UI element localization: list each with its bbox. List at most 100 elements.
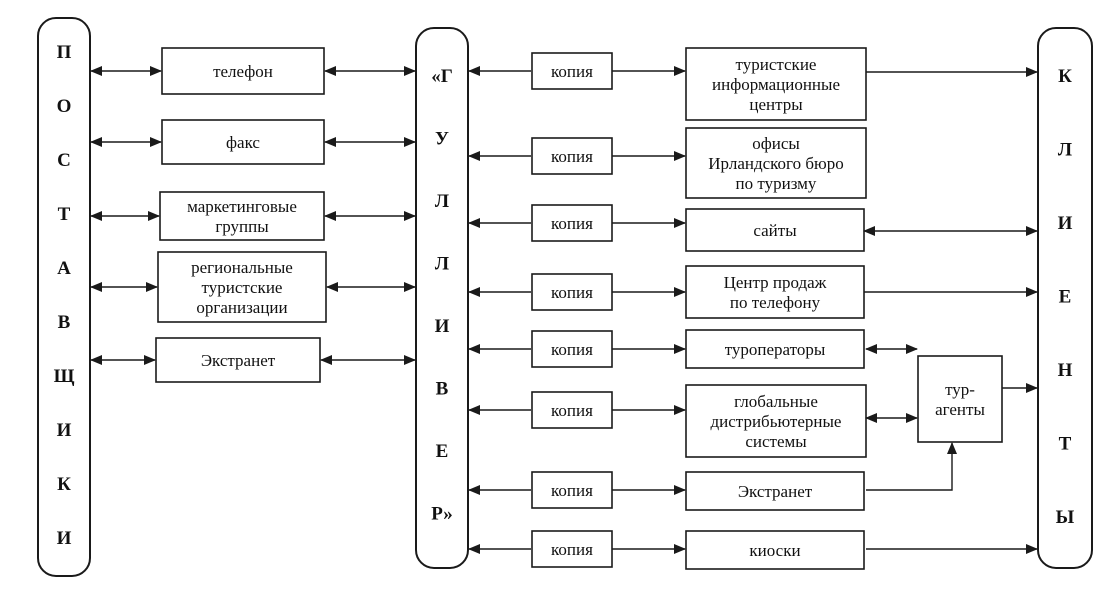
copy-box: копия: [531, 391, 613, 429]
copy-label: копия: [551, 283, 593, 302]
copy-box: копия: [531, 273, 613, 311]
vertical-letter: Е: [436, 441, 449, 462]
vertical-letter: Н: [1058, 360, 1073, 381]
copy-label: копия: [551, 481, 593, 500]
distribution-channel-box-line: дистрибьютерные: [711, 412, 842, 431]
clients-label: К Л И Е Н Т Ы: [1056, 66, 1075, 528]
vertical-letter: Т: [1059, 434, 1072, 455]
copy-box: копия: [531, 330, 613, 368]
copy-label: копия: [551, 340, 593, 359]
supply-channel-box: телефон: [161, 47, 325, 95]
vertical-letter: И: [57, 528, 72, 549]
vertical-letter: И: [1058, 213, 1073, 234]
distribution-channel-box: сайты: [685, 208, 865, 252]
vertical-letter: К: [1058, 66, 1072, 87]
distribution-channel-box-frame: [685, 265, 865, 319]
distribution-channel-box-line: киоски: [749, 541, 800, 560]
supply-channel-box-line: группы: [215, 217, 269, 236]
copy-box: копия: [531, 471, 613, 509]
distribution-channel-box: туроператоры: [685, 329, 865, 369]
supply-channel-box-line: туристские: [202, 278, 283, 297]
distribution-channels: туристскиеинформационныецентрыофисыИрлан…: [685, 47, 867, 570]
distribution-channel-box-line: системы: [745, 432, 807, 451]
vertical-letter: У: [435, 129, 449, 150]
vertical-letter: Т: [58, 204, 71, 225]
supply-channel-box-frame: [155, 337, 321, 383]
distribution-channel-box: киоски: [685, 530, 865, 570]
distribution-channel-box-line: офисы: [752, 134, 800, 153]
distribution-channel-box-line: по туризму: [736, 174, 817, 193]
copy-label: копия: [551, 401, 593, 420]
extranet-to-agents-arrow: [866, 442, 957, 491]
copy-box-frame: [531, 471, 613, 509]
vertical-letter: Ы: [1056, 507, 1075, 528]
supply-channel-box-frame: [161, 119, 325, 165]
travel-agents-box-line: тур-: [945, 380, 975, 399]
vertical-letter: «Г: [431, 66, 453, 87]
copy-box: копия: [531, 204, 613, 242]
distribution-channel-box-line: информационные: [712, 75, 840, 94]
vertical-letter: С: [57, 150, 71, 171]
copy-box-frame: [531, 273, 613, 311]
distribution-channel-box: Экстранет: [685, 471, 865, 511]
supply-channel-box: факс: [161, 119, 325, 165]
distribution-channel-box-line: туроператоры: [725, 340, 826, 359]
distribution-channel-box-line: туристские: [736, 55, 817, 74]
supply-channel-box-line: факс: [226, 133, 260, 152]
vertical-letter: И: [57, 420, 72, 441]
supply-channel-box: Экстранет: [155, 337, 321, 383]
distribution-channel-box-line: сайты: [753, 221, 797, 240]
vertical-letter: Л: [1058, 140, 1072, 161]
travel-agents: тур-агенты: [917, 355, 1003, 443]
supply-channel-box-frame: [161, 47, 325, 95]
supply-channel-box-line: организации: [196, 298, 287, 317]
travel-agents-box: тур-агенты: [917, 355, 1003, 443]
distribution-channel-box-frame: [685, 329, 865, 369]
copy-box-frame: [531, 330, 613, 368]
supply-channel-box-frame: [159, 191, 325, 241]
supply-channel-box-line: маркетинговые: [187, 197, 297, 216]
copy-box: копия: [531, 137, 613, 175]
copy-box: копия: [531, 52, 613, 90]
copy-box-frame: [531, 52, 613, 90]
vertical-letter: Щ: [54, 366, 75, 387]
distribution-channel-box-line: Экстранет: [738, 482, 813, 501]
vertical-letter: А: [57, 258, 71, 279]
distribution-channel-box-frame: [685, 127, 867, 199]
suppliers-label: П О С Т А В Щ И К И: [54, 42, 75, 549]
copy-box: копия: [531, 530, 613, 568]
suppliers-pillar: [37, 17, 91, 577]
vertical-letter: П: [57, 42, 72, 63]
distribution-channel-box-frame: [685, 208, 865, 252]
copy-label: копия: [551, 540, 593, 559]
connectors: [90, 66, 1038, 554]
distribution-channel-box-line: Ирландского бюро: [708, 154, 843, 173]
supply-channel-box-line: Экстранет: [201, 351, 276, 370]
vertical-letter: И: [435, 316, 450, 337]
supply-channel-box-line: региональные: [191, 258, 293, 277]
clients-pillar: [1037, 27, 1093, 569]
vertical-letter: Е: [1059, 287, 1072, 308]
gulliver-pillar: [415, 27, 469, 569]
copy-box-frame: [531, 204, 613, 242]
vertical-letter: В: [58, 312, 71, 333]
copy-boxes: копия копия копия копия копия копия копия копия: [531, 52, 613, 568]
distribution-channel-box-line: Центр продаж: [724, 273, 827, 292]
distribution-channel-box-frame: [685, 47, 867, 121]
distribution-channel-box-line: глобальные: [734, 392, 818, 411]
travel-agents-box-line: агенты: [935, 400, 985, 419]
vertical-letter: К: [57, 474, 71, 495]
copy-label: копия: [551, 147, 593, 166]
distribution-channel-box-frame: [685, 471, 865, 511]
distribution-channel-box-frame: [685, 530, 865, 570]
travel-agents-box-frame: [917, 355, 1003, 443]
vertical-letter: О: [57, 96, 72, 117]
